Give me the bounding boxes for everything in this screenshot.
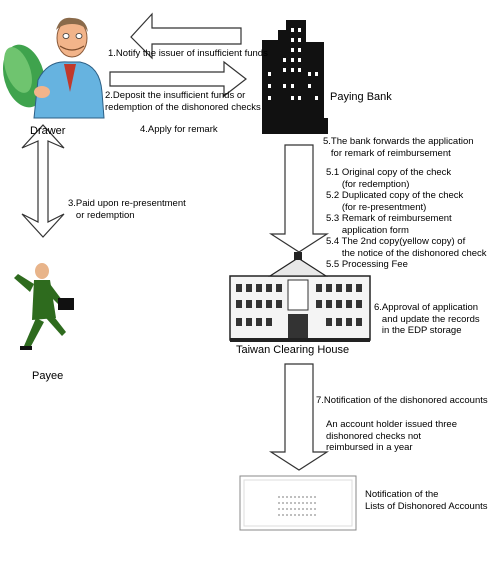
man-counting-money-icon [2, 17, 105, 119]
arrow-deposit-right [109, 60, 247, 98]
drawer-label: Drawer [30, 125, 66, 137]
step-1-text: 1.Notify the issuer of insufficient fund… [108, 48, 268, 59]
step-6-text: 6.Approval of application and update the… [374, 302, 480, 336]
arrow-forward-down [268, 144, 330, 253]
arrow-notify-left [130, 12, 242, 60]
step-7-note: An account holder issued three dishonore… [326, 419, 457, 453]
step-7-text: 7.Notification of the dishonored account… [316, 395, 488, 406]
running-businessman-icon [14, 263, 74, 350]
step-3-text: 3.Paid upon re-presentment or redemption [68, 198, 186, 221]
paying-bank-label: Paying Bank [330, 91, 392, 103]
skyscraper-icon [262, 20, 328, 134]
step-2-text: 2.Deposit the insufficient funds or rede… [105, 90, 261, 113]
step-5-text: 5.The bank forwards the application for … [323, 136, 474, 159]
notification-label: Notification of the Lists of Dishonored … [365, 489, 488, 512]
arrow-double-vertical [21, 124, 65, 238]
clearing-house-label: Taiwan Clearing House [236, 344, 350, 356]
step-5-list: 5.1 Original copy of the check (for rede… [326, 167, 487, 270]
skyscraper-windows [268, 28, 318, 100]
clearing-house-building-icon [229, 252, 371, 342]
payee-label: Payee [32, 370, 64, 382]
document-list-icon [239, 475, 357, 531]
step-4-text: 4.Apply for remark [140, 124, 218, 135]
arrow-notify-down [268, 363, 330, 471]
